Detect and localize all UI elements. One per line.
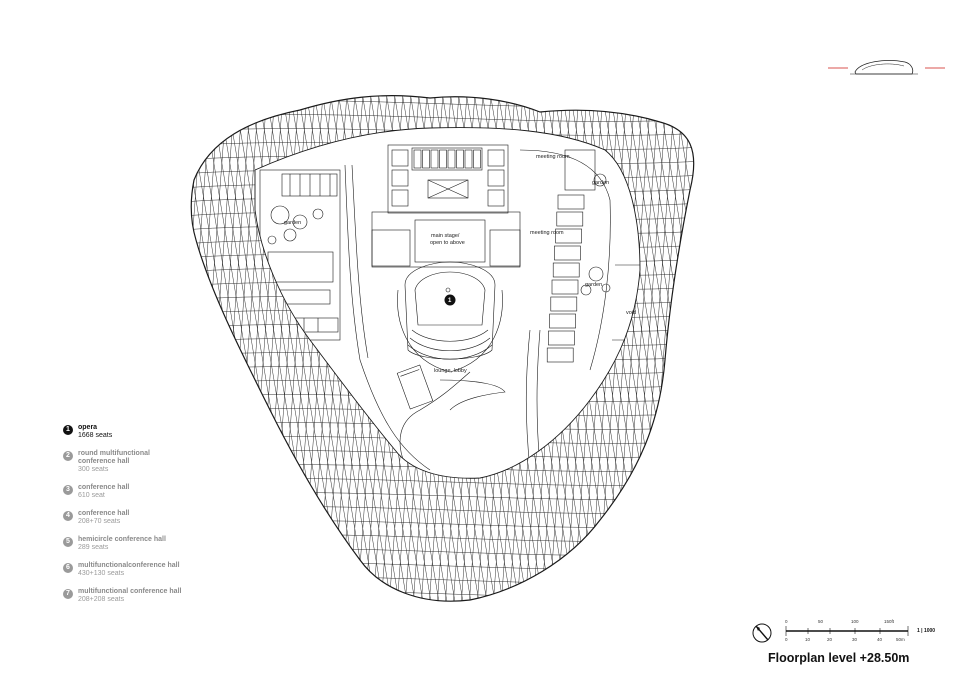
scale-top-tick: 150ft	[884, 619, 895, 624]
opera-hall-marker	[444, 294, 456, 306]
scale-bottom-tick: 20	[827, 637, 833, 642]
label-meeting-room-2: meeting room	[530, 230, 564, 236]
label-void: void	[626, 310, 636, 316]
scale-bottom-tick: 0	[785, 637, 788, 642]
north-arrow-icon	[752, 623, 772, 643]
label-garden-1: garden	[284, 220, 301, 226]
legend-number: 6	[63, 563, 73, 573]
legend-number: 3	[63, 485, 73, 495]
legend-seats: 430+130 seats	[78, 570, 125, 577]
legend-seats: 1668 seats	[78, 432, 113, 439]
scale-bar	[785, 626, 909, 636]
label-garden-2: garden	[592, 180, 609, 186]
scale-bottom-tick: 30	[852, 637, 858, 642]
opera-marker-number: 1	[448, 298, 452, 304]
legend-seats: 208+70 seats	[78, 518, 121, 525]
label-meeting-room-1: meeting room	[536, 154, 570, 160]
scale-top-tick: 50	[818, 619, 824, 624]
scale-top-tick: 100	[851, 619, 859, 624]
scale-bottom-tick: 40	[877, 637, 883, 642]
legend-seats: 289 seats	[78, 544, 109, 551]
legend-number: 2	[63, 451, 73, 461]
legend-number: 4	[63, 511, 73, 521]
legend-seats: 208+208 seats	[78, 596, 125, 603]
label-lounge: lounge, lobby	[434, 368, 467, 374]
legend-number: 5	[63, 537, 73, 547]
scale-ratio: 1 | 1000	[917, 628, 936, 634]
scale-top-tick: 0	[785, 619, 788, 624]
building-outline	[190, 95, 695, 602]
legend-seats: 610 seat	[78, 492, 105, 499]
building-section-icon	[828, 60, 945, 75]
scale-bottom-tick: 50m	[896, 637, 905, 642]
label-main-stage: main stage/	[431, 233, 460, 239]
legend-seats: 300 seats	[78, 466, 109, 473]
legend-number: 1	[63, 425, 73, 435]
scale-bottom-tick: 10	[805, 637, 811, 642]
legend-number: 7	[63, 589, 73, 599]
label-main-stage-2: open to above	[430, 240, 465, 246]
drawing-title: Floorplan level +28.50m	[768, 651, 910, 665]
label-garden-3: garden	[585, 282, 602, 288]
